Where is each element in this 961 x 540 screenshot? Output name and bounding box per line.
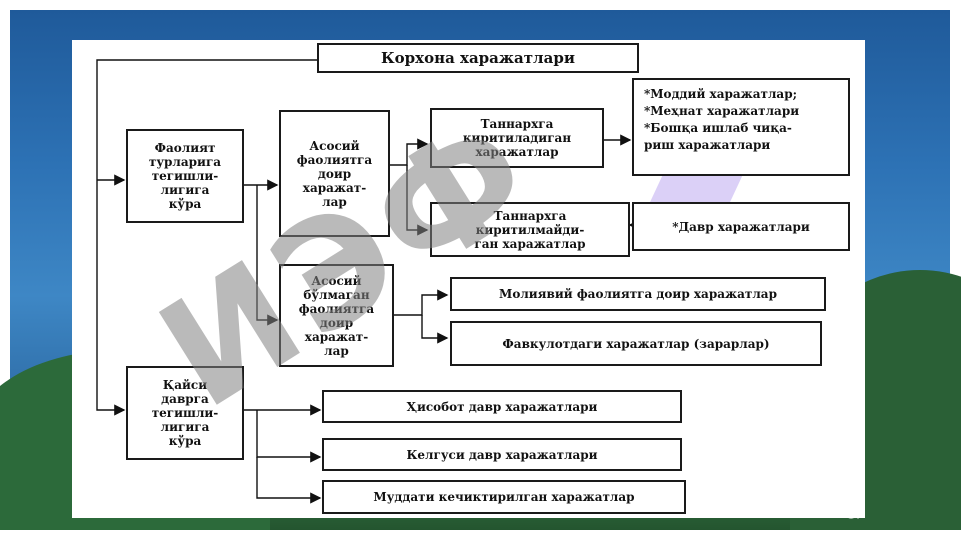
title-box: Корхона харажатлари <box>317 43 639 73</box>
non-main-activity-box: Асосий бўлмаган фаолиятга доир харажат- … <box>279 264 394 367</box>
by-activity-box: Фаолият турларига тегишли- лигига кўра <box>126 129 244 223</box>
reporting-period-box: Ҳисобот давр харажатлари <box>322 390 682 423</box>
period-costs-box: *Давр харажатлари <box>632 202 850 251</box>
extraordinary-costs-box: Фавкулотдаги харажатлар (зарарлар) <box>450 321 822 366</box>
included-costs-box: Таннархга киритиладиган харажатлар <box>430 108 604 168</box>
included-costs-list: *Моддий харажатлар; *Меҳнат харажатлари … <box>632 78 850 176</box>
financial-costs-box: Молиявий фаолиятга доир харажатлар <box>450 277 826 311</box>
deferred-costs-box: Муддати кечиктирилган харажатлар <box>322 480 686 514</box>
future-period-box: Келгуси давр харажатлари <box>322 438 682 471</box>
not-included-costs-box: Таннархга киритилмайди- ган харажатлар <box>430 202 630 257</box>
main-activity-box: Асосий фаолиятга доир харажат- лар <box>279 110 390 237</box>
slide-canvas: Корхона харажатлари Фаолият турларига те… <box>72 40 865 518</box>
by-period-box: Қайси даврга тегишли- лигига кўра <box>126 366 244 460</box>
connector-lines <box>96 59 640 504</box>
